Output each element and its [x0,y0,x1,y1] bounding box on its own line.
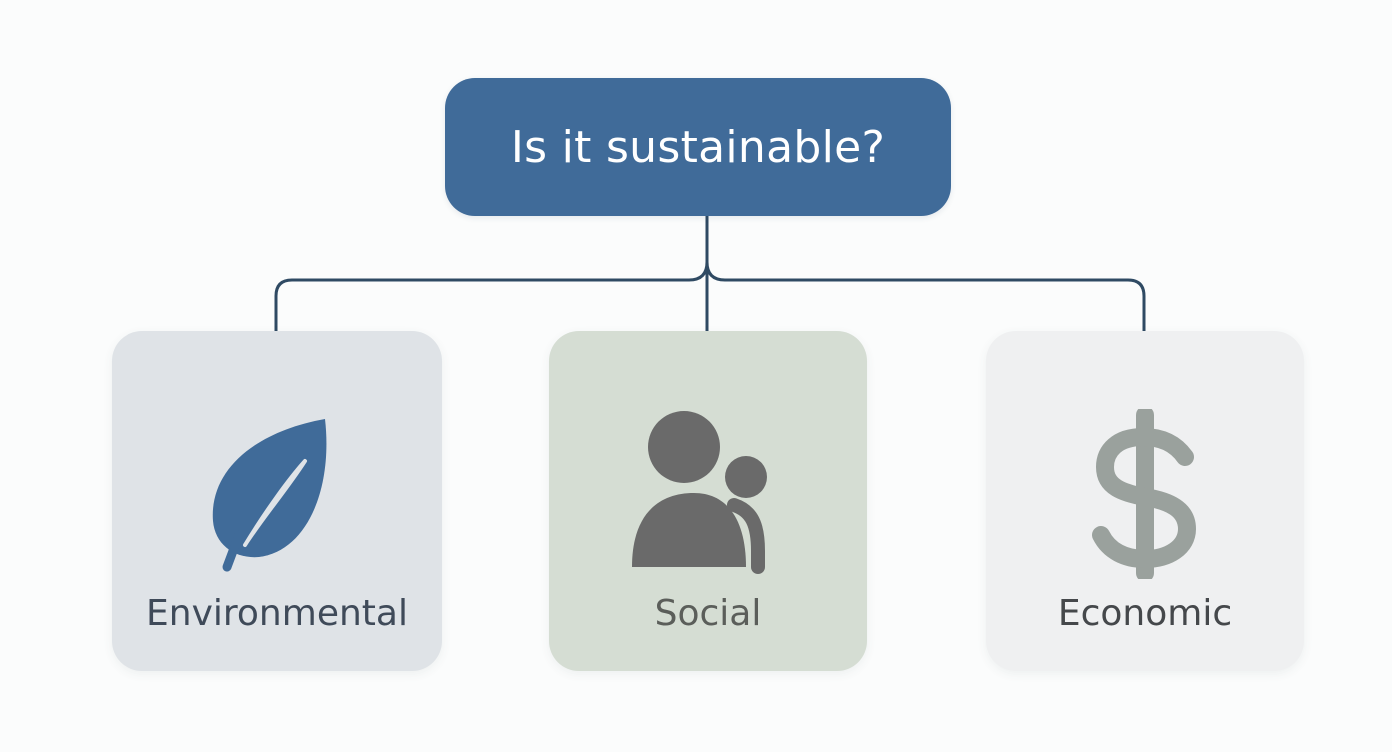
social-label: Social [654,593,762,634]
root-question-text: Is it sustainable? [510,121,886,173]
economic-label: Economic [1057,593,1233,634]
leaf-icon [197,409,357,579]
economic-card: Economic [986,331,1304,671]
root-question-node: Is it sustainable? [445,78,951,216]
dollar-icon [1065,409,1225,579]
connector-to-economic [705,260,1146,333]
people-icon [628,409,788,579]
social-card: Social [549,331,867,671]
connector-to-environmental [274,260,709,333]
environmental-label: Environmental [146,593,408,634]
environmental-card: Environmental [112,331,442,671]
